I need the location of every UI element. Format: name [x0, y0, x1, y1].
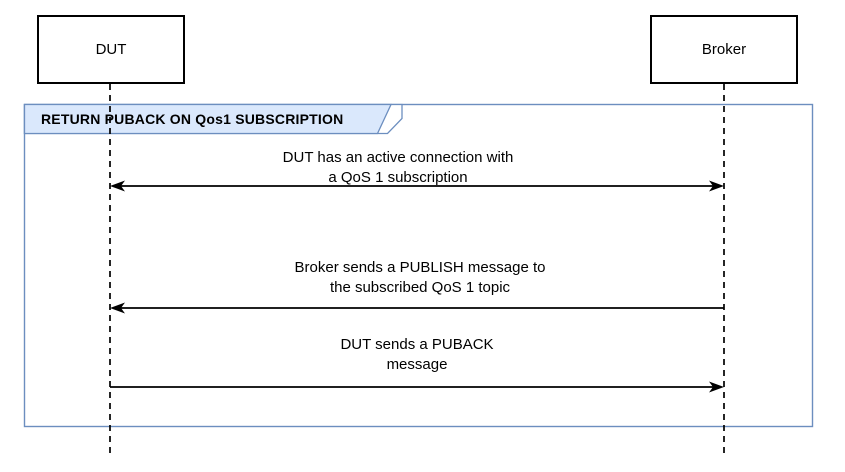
message-arrow-connection — [110, 180, 724, 192]
message-label-puback: DUT sends a PUBACK message — [340, 335, 493, 375]
arrowhead-left-icon — [110, 180, 125, 192]
actor-broker-label: Broker — [701, 41, 747, 58]
message-label-publish: Broker sends a PUBLISH message to the su… — [295, 258, 546, 298]
message-label-line: Broker sends a PUBLISH message to — [294, 259, 546, 276]
frame-title: RETURN PUBACK ON Qos1 SUBSCRIPTION — [41, 110, 344, 127]
message-label-line: a QoS 1 subscription — [328, 169, 468, 186]
message-label-line: DUT sends a PUBACK — [340, 336, 494, 353]
actor-dut: DUT — [37, 15, 185, 84]
frame-border — [23, 103, 814, 428]
arrowhead-left-icon — [110, 302, 125, 314]
arrowhead-right-icon — [709, 381, 724, 393]
message-label-line: the subscribed QoS 1 topic — [329, 279, 511, 296]
message-label-line: DUT has an active connection with — [282, 149, 514, 166]
message-label-connection: DUT has an active connection with a QoS … — [283, 148, 514, 188]
message-arrow-puback — [110, 381, 724, 393]
message-arrow-publish — [110, 302, 724, 314]
arrowhead-right-icon — [709, 180, 724, 192]
message-label-line: message — [386, 356, 448, 373]
actor-broker: Broker — [650, 15, 798, 84]
frame-label-shape — [23, 103, 393, 135]
actor-dut-label: DUT — [95, 41, 127, 58]
